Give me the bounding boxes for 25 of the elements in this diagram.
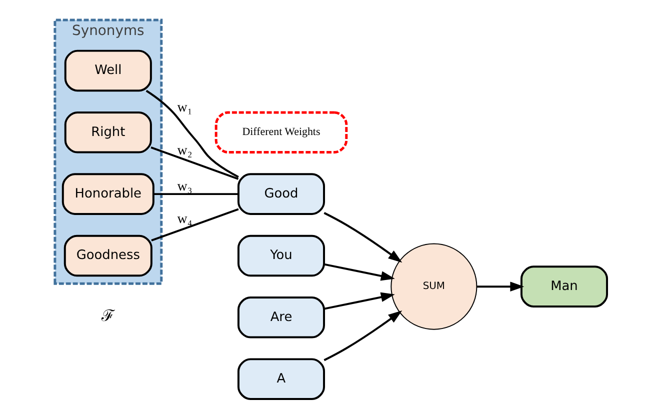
label: ℱ: [102, 308, 115, 326]
node-box: Well: [64, 50, 152, 92]
node-box: You: [237, 234, 325, 277]
node-box: Good: [237, 173, 325, 215]
connector: [150, 146, 239, 180]
edge-label: w₃: [177, 179, 192, 194]
node-box: A: [237, 358, 325, 400]
connector: [154, 193, 238, 196]
node-box: Right: [64, 112, 152, 154]
node-box: Are: [237, 296, 325, 338]
node-box: Different Weights: [214, 111, 348, 154]
arrow: [324, 292, 395, 310]
arrow: [324, 212, 402, 263]
edge-label: w₁: [177, 100, 192, 116]
connector: [151, 208, 239, 242]
node-box: Goodness: [64, 234, 152, 277]
node-box: Man: [520, 266, 608, 308]
arrow: [324, 263, 395, 281]
node-circle: SUM: [390, 243, 478, 330]
edge-label: w₄: [177, 212, 192, 228]
arrow: [476, 282, 524, 292]
arrow: [324, 310, 402, 362]
edge-label: w₂: [177, 143, 192, 158]
node-box: Honorable: [62, 173, 154, 215]
connector: [146, 90, 239, 178]
